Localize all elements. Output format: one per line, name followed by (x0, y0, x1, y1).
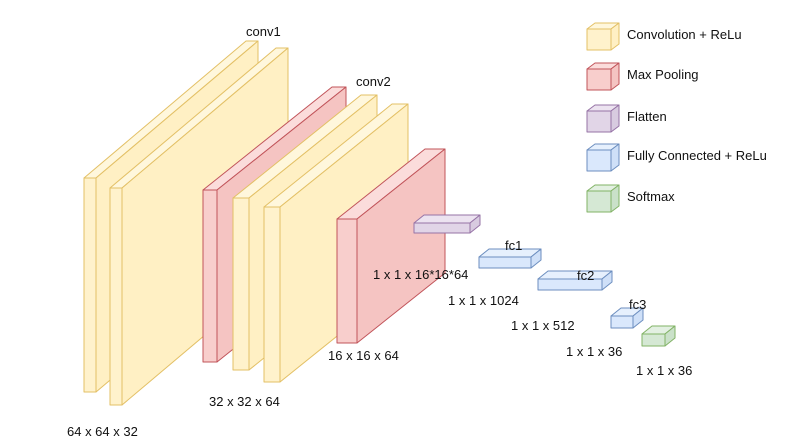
conv1-slab-a-front-face (83, 177, 97, 393)
conv2-slab-b-front-face (263, 206, 281, 383)
pool2-slab-front-face (336, 218, 358, 344)
legend-label-softmax: Softmax (627, 189, 675, 204)
legend: Convolution + ReLu Max Pooling Flatten F… (586, 22, 767, 213)
legend-cube-conv (586, 22, 620, 51)
fc2-bar-front-face (537, 278, 603, 291)
legend-swatch-pool (586, 62, 620, 91)
fc3-bar-front-face (610, 315, 634, 329)
dim-fc1: 1 x 1 x 1024 (448, 293, 519, 308)
legend-label-pool: Max Pooling (627, 67, 699, 82)
conv1-slab-b-front-face (109, 187, 123, 406)
label-fc1: fc1 (505, 238, 522, 253)
legend-swatch-flatten (586, 104, 620, 133)
legend-swatch-fc (586, 143, 620, 172)
dim-conv2: 32 x 32 x 64 (209, 394, 280, 409)
pool2-slab (336, 148, 446, 344)
flatten-bar-front-face (413, 222, 471, 234)
dim-fc2: 1 x 1 x 512 (511, 318, 575, 333)
dim-pool2: 16 x 16 x 64 (328, 348, 399, 363)
legend-swatch-conv (586, 22, 620, 51)
dim-fc3: 1 x 1 x 36 (566, 344, 622, 359)
conv2-slab-a-front-face (232, 197, 250, 371)
legend-cube-pool-front-face (586, 68, 612, 91)
legend-cube-fc (586, 143, 620, 172)
flatten-bar (413, 214, 481, 234)
fc2-bar-top-face (537, 270, 613, 280)
legend-cube-conv-front-face (586, 28, 612, 51)
label-conv2: conv2 (356, 74, 391, 89)
layer-blocks (83, 40, 676, 406)
dim-conv1: 64 x 64 x 32 (67, 424, 138, 439)
fc3-bar (610, 307, 644, 329)
softmax-bar-front-face (641, 333, 666, 347)
legend-cube-softmax (586, 184, 620, 213)
dim-softmax: 1 x 1 x 36 (636, 363, 692, 378)
fc1-bar (478, 248, 542, 269)
label-conv1: conv1 (246, 24, 281, 39)
softmax-bar (641, 325, 676, 347)
legend-cube-flatten-front-face (586, 110, 612, 133)
legend-label-conv: Convolution + ReLu (627, 27, 742, 42)
flatten-bar-top-face (413, 214, 481, 224)
legend-cube-pool (586, 62, 620, 91)
dim-flatten: 1 x 1 x 16*16*64 (373, 267, 468, 282)
pool1-slab-front-face (202, 189, 218, 363)
fc1-bar-front-face (478, 256, 532, 269)
legend-cube-fc-front-face (586, 149, 612, 172)
fc2-bar (537, 270, 613, 291)
label-fc2: fc2 (577, 268, 594, 283)
legend-label-fc: Fully Connected + ReLu (627, 148, 767, 163)
label-fc3: fc3 (629, 297, 646, 312)
legend-swatch-softmax (586, 184, 620, 213)
legend-label-flatten: Flatten (627, 109, 667, 124)
legend-cube-flatten (586, 104, 620, 133)
legend-cube-softmax-front-face (586, 190, 612, 213)
